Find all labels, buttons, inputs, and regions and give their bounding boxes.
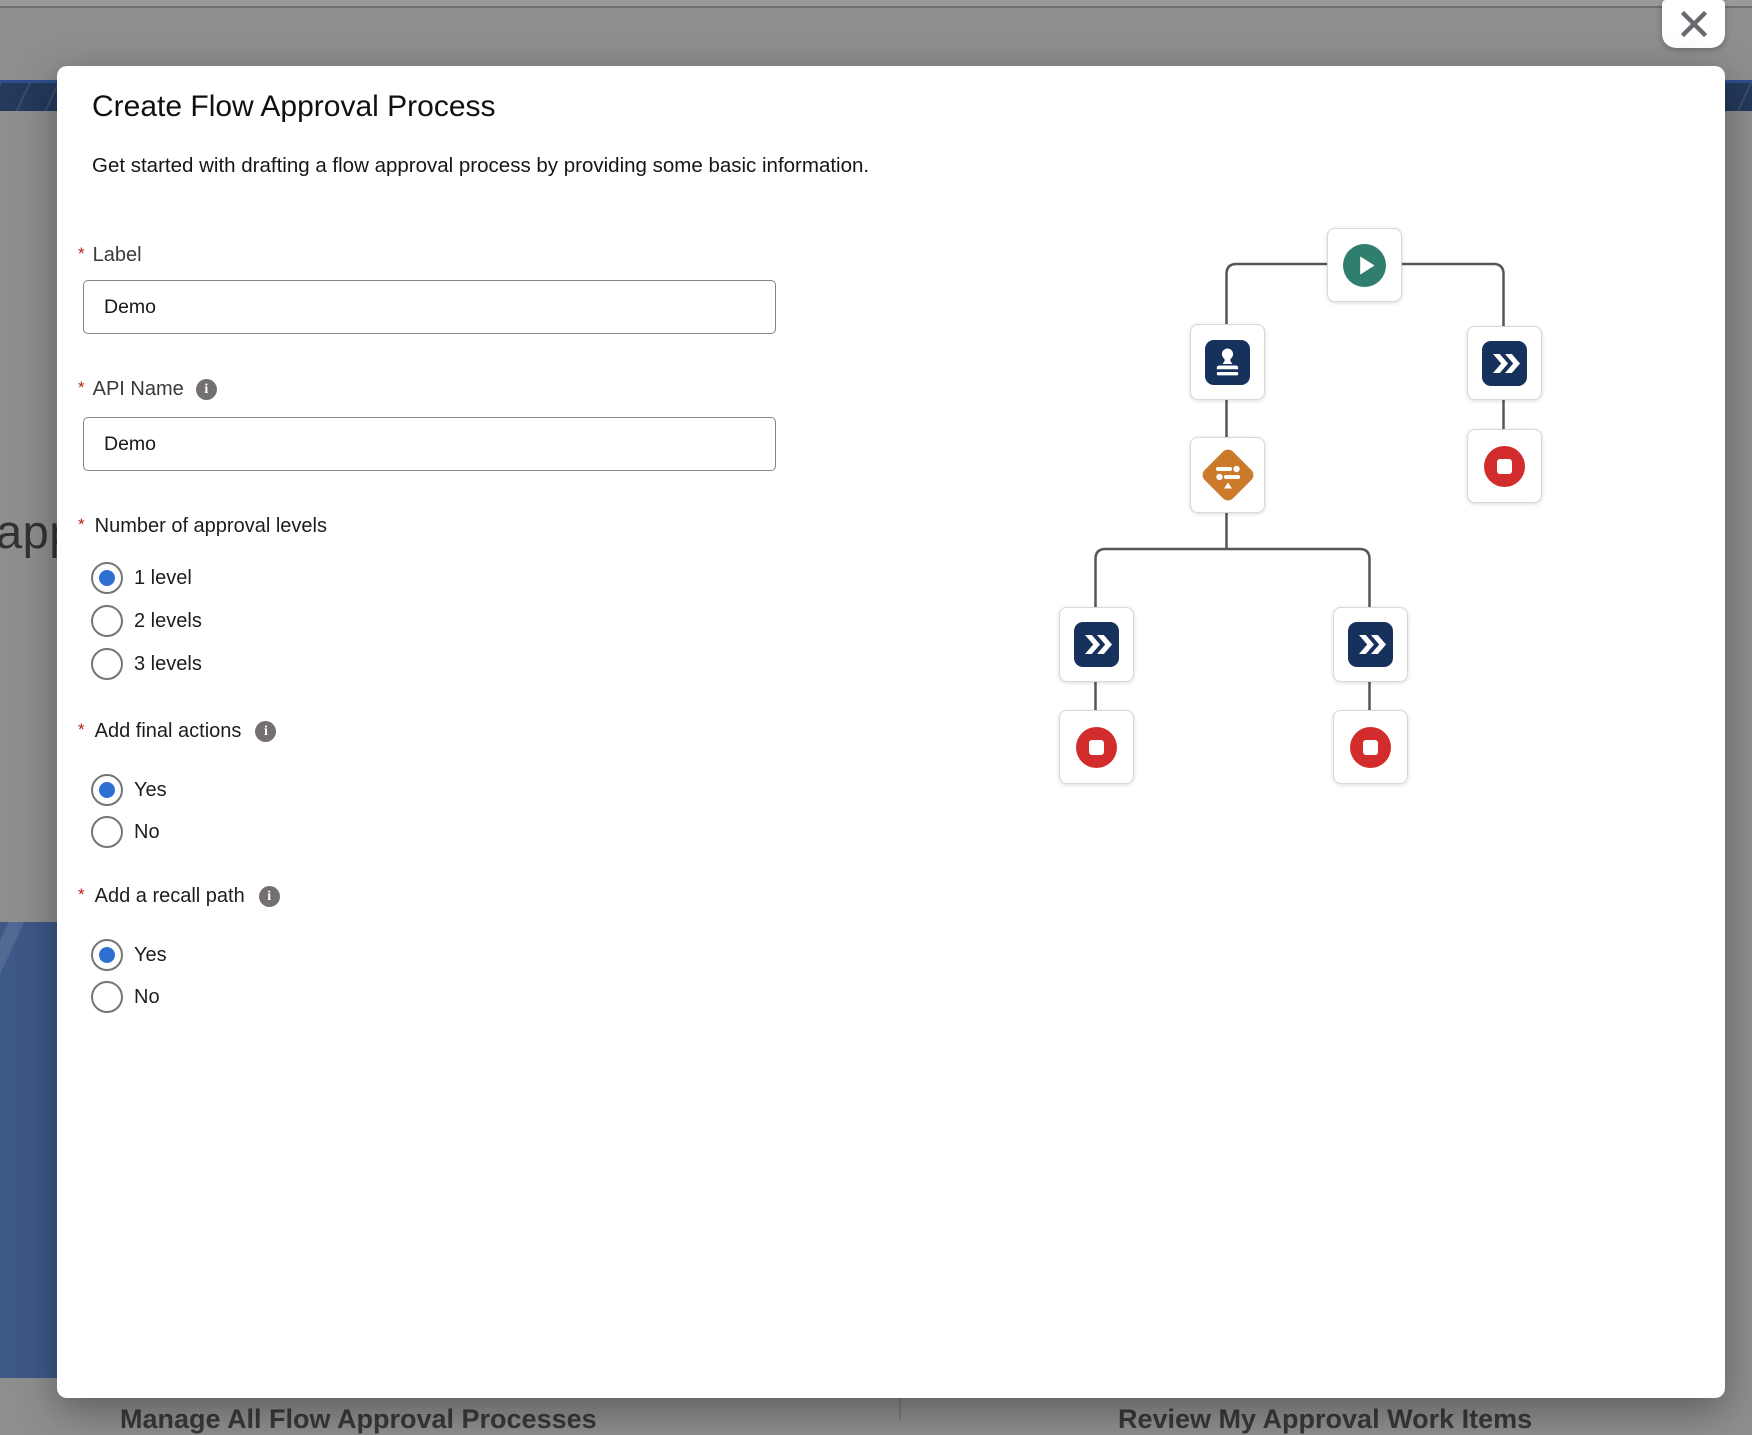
flow-node-stop-branch-left [1059, 710, 1134, 784]
background-blue-illustration [0, 922, 57, 1378]
recall-path-info-icon[interactable]: i [258, 886, 280, 907]
final-actions-info-icon[interactable]: i [255, 721, 277, 742]
flow-node-start [1327, 228, 1402, 302]
radio-option-recall-yes[interactable]: Yes [91, 939, 167, 971]
flow-node-action-right [1467, 326, 1542, 400]
required-marker: * [78, 514, 85, 534]
radio-option-final-actions-no[interactable]: No [91, 816, 160, 848]
modal-title: Create Flow Approval Process [92, 90, 496, 123]
start-play-icon [1343, 243, 1386, 287]
approval-stamp-icon [1205, 339, 1250, 385]
radio-circle-selected[interactable] [91, 562, 123, 594]
radio-circle[interactable] [91, 648, 123, 680]
stop-icon [1350, 726, 1391, 768]
label-field-label: * Label [78, 243, 142, 267]
create-flow-approval-modal: Create Flow Approval Process Get started… [57, 66, 1725, 1398]
radio-option-3-levels[interactable]: 3 levels [91, 648, 202, 680]
decision-diamond-icon [1199, 446, 1256, 504]
action-chevrons-icon [1074, 622, 1119, 667]
final-actions-group-label: * Add final actions i [78, 719, 277, 743]
required-marker: * [78, 243, 85, 263]
radio-option-1-level[interactable]: 1 level [91, 562, 192, 594]
api-name-info-icon[interactable]: i [195, 379, 217, 400]
flow-connectors [1094, 262, 1505, 710]
stop-icon [1076, 726, 1117, 768]
action-chevrons-icon [1482, 340, 1527, 386]
api-name-input[interactable] [83, 417, 776, 471]
radio-circle[interactable] [91, 605, 123, 637]
stop-icon [1484, 445, 1525, 487]
flow-node-action-branch-left [1059, 607, 1134, 682]
label-input[interactable] [83, 280, 776, 334]
background-top-strip [0, 0, 1752, 6]
flow-node-decision [1190, 437, 1265, 513]
flow-node-approval [1190, 324, 1265, 400]
modal-subtitle: Get started with drafting a flow approva… [92, 154, 870, 177]
api-name-field-label: * API Name i [78, 378, 217, 401]
required-marker: * [78, 377, 85, 397]
required-marker: * [78, 884, 85, 904]
radio-circle[interactable] [91, 816, 123, 848]
close-icon [1679, 9, 1709, 39]
radio-circle[interactable] [91, 981, 123, 1013]
action-chevrons-icon [1348, 622, 1393, 667]
radio-circle-selected[interactable] [91, 774, 123, 806]
background-top-hairline [0, 6, 1752, 8]
required-marker: * [78, 719, 85, 739]
radio-circle-selected[interactable] [91, 939, 123, 971]
close-button[interactable] [1662, 0, 1725, 48]
flow-node-action-branch-right [1333, 607, 1408, 682]
recall-path-group-label: * Add a recall path i [78, 885, 280, 908]
radio-option-final-actions-yes[interactable]: Yes [91, 774, 167, 806]
flow-node-stop-right [1467, 429, 1542, 503]
radio-option-2-levels[interactable]: 2 levels [91, 605, 202, 637]
background-card-divider [899, 1398, 901, 1420]
radio-option-recall-no[interactable]: No [91, 981, 160, 1013]
approval-levels-group-label: * Number of approval levels [78, 514, 327, 538]
flow-node-stop-branch-right [1333, 710, 1408, 784]
